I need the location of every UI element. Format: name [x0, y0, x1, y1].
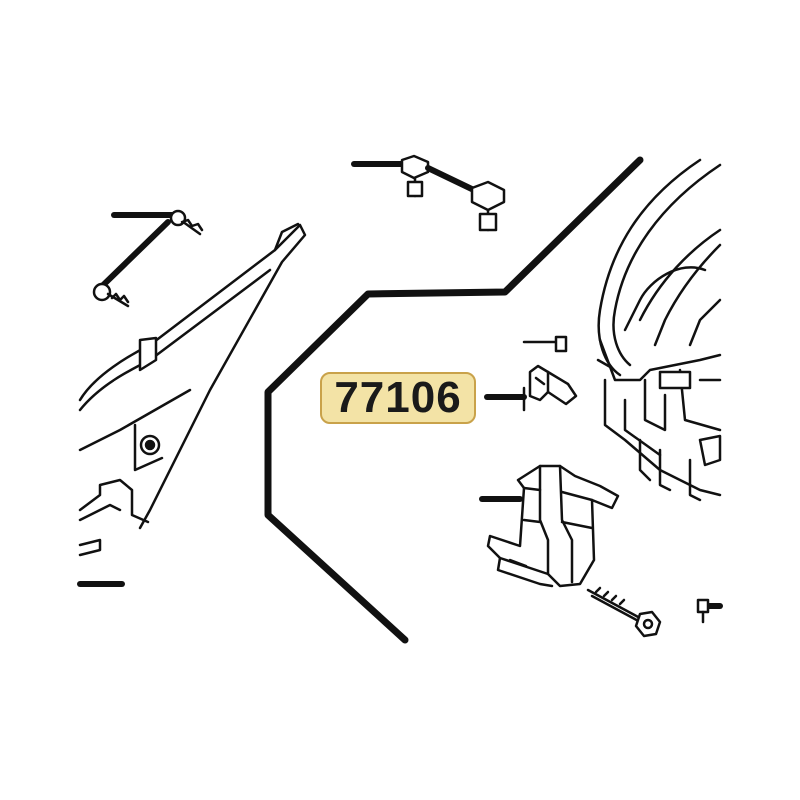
stud-bolt-left — [400, 154, 430, 198]
u-mounting-bracket — [486, 464, 620, 588]
pedal-housing-assembly — [596, 158, 722, 502]
section-boundary-line — [264, 156, 644, 644]
part-number-callout[interactable]: 77106 — [320, 372, 476, 424]
stud-link-rod — [425, 165, 481, 195]
retaining-pin — [522, 335, 568, 353]
spring-clip-part — [522, 364, 578, 412]
screw-lower-left — [92, 282, 130, 308]
small-fastener — [696, 598, 710, 624]
screw-guide-rod — [93, 219, 171, 295]
screw-upper-left — [169, 209, 204, 236]
stud-bolt-right — [470, 180, 506, 232]
triangular-support-bracket — [78, 222, 307, 557]
long-hex-bolt — [586, 586, 662, 638]
